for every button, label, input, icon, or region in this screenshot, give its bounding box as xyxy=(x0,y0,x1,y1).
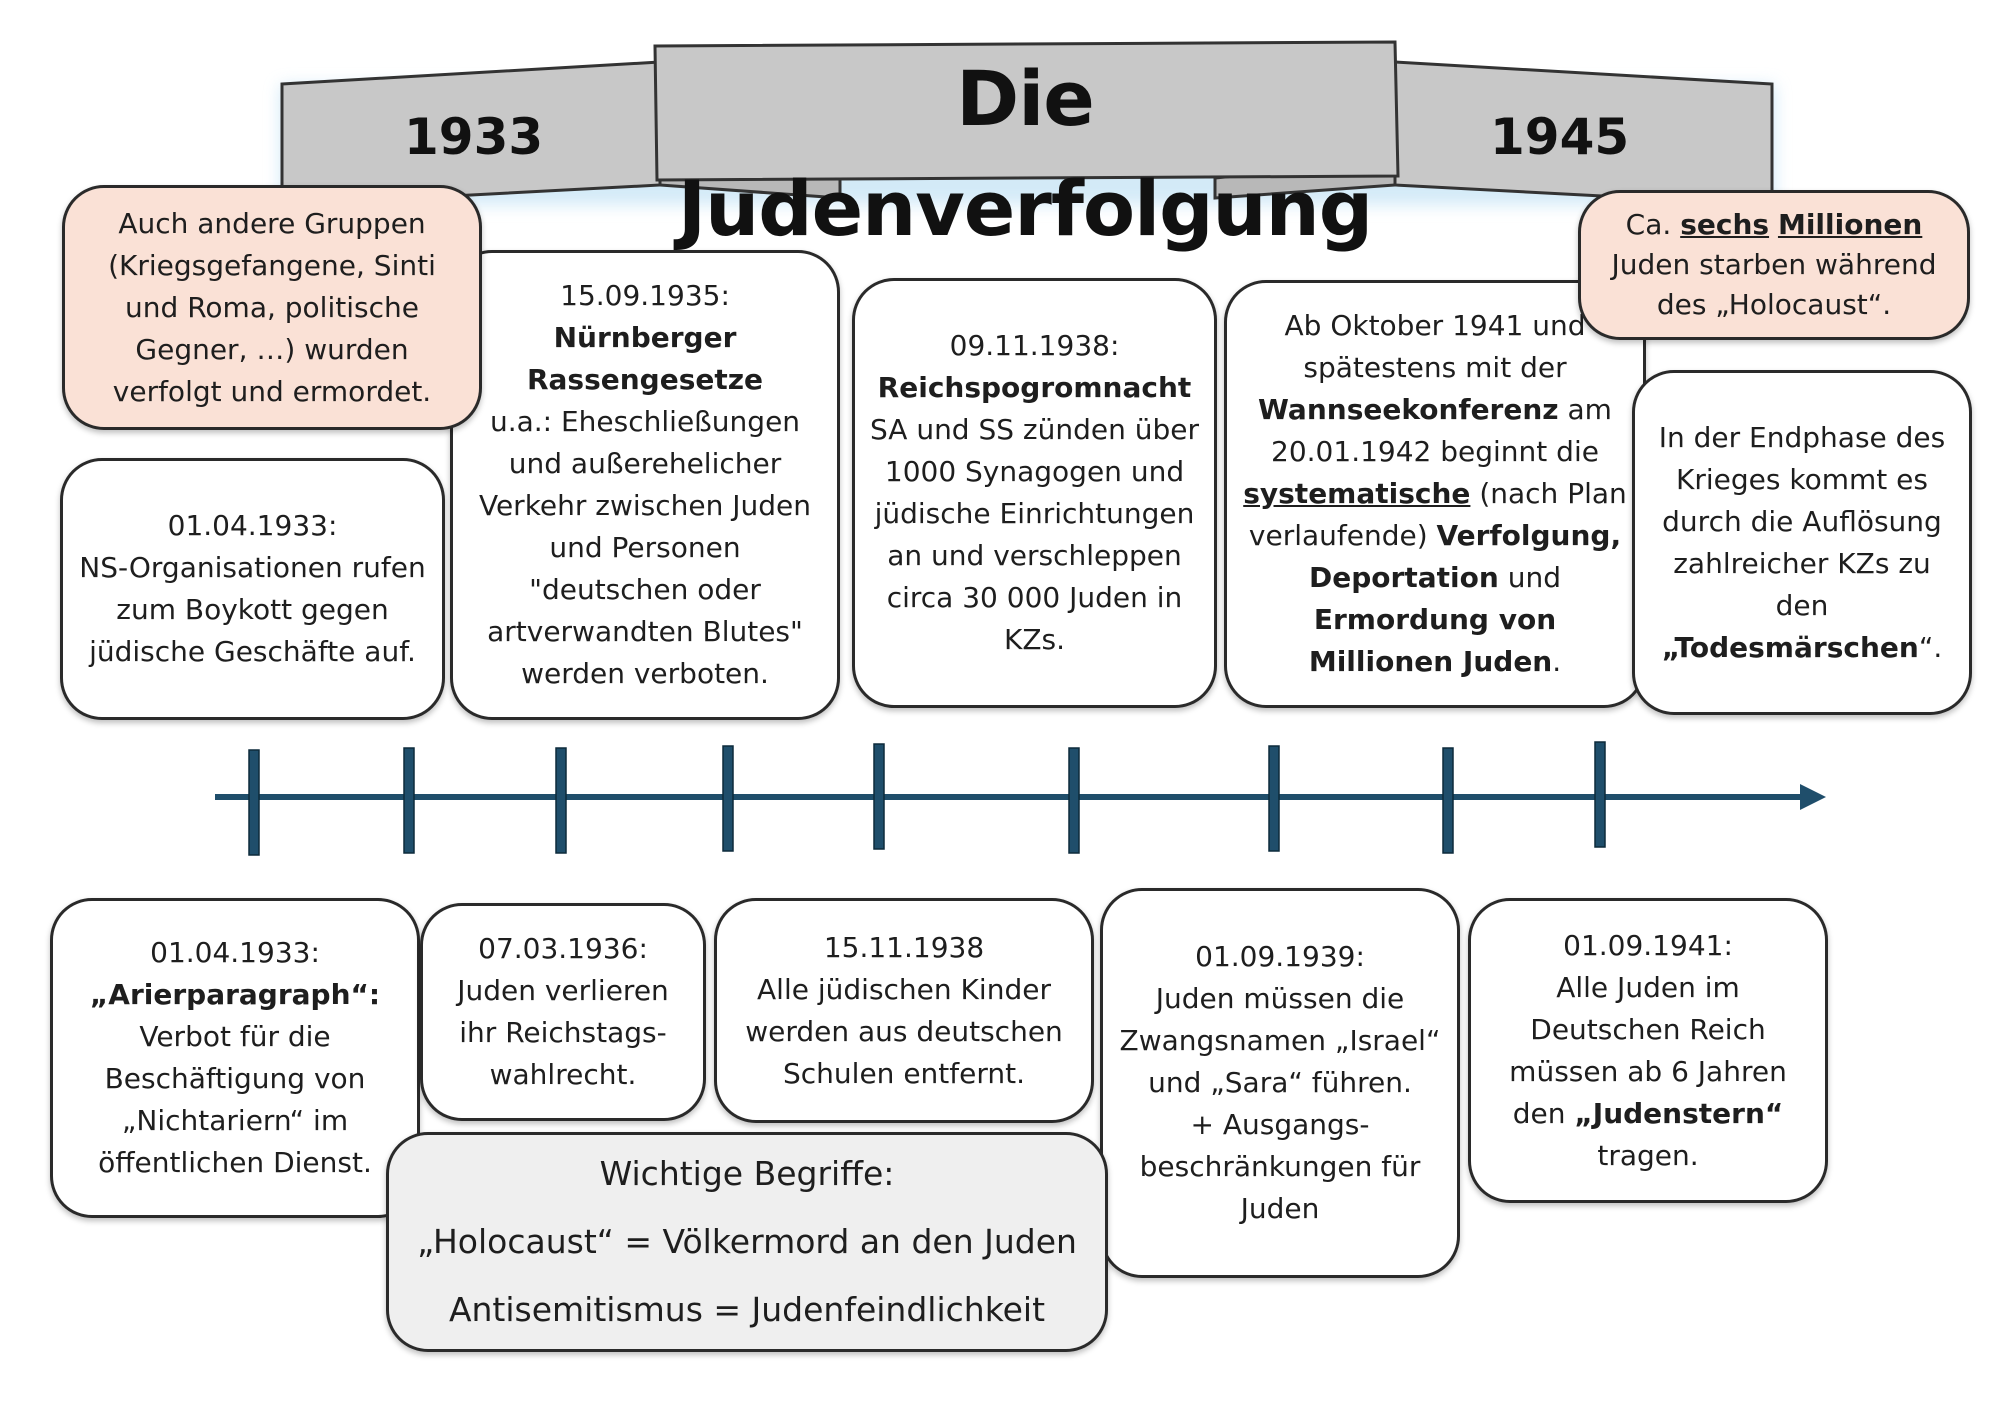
event-text: Juden müssen die Zwangsnamen „Israel“ un… xyxy=(1119,982,1441,1099)
key-term-holocaust: „Holocaust“ = Völkermord an den Juden xyxy=(417,1222,1077,1261)
event-date: 15.09.1935: xyxy=(560,279,730,312)
timeline-tick xyxy=(873,743,885,850)
event-text: Juden verlieren ihr Reichstags-wahlrecht… xyxy=(457,974,669,1091)
event-extra: + Ausgangs-beschränkungen für Juden xyxy=(1139,1108,1421,1225)
event-date: 15.11.1938 xyxy=(823,930,985,964)
event-date: 01.09.1939: xyxy=(1195,940,1365,973)
event-date: 09.11.1938: xyxy=(949,329,1120,362)
event-box-1933-aryan-paragraph: 01.04.1933: „Arierparagraph“: Verbot für… xyxy=(50,898,420,1218)
timeline-tick xyxy=(555,747,567,854)
year-start: 1933 xyxy=(404,108,544,166)
timeline-tick xyxy=(722,745,734,852)
event-box-1935-nuremberg: 15.09.1935: Nürnberger Rassengesetze u.a… xyxy=(450,250,840,720)
timeline-tick xyxy=(1442,747,1454,854)
event-heading: Reichspogromnacht xyxy=(877,371,1192,404)
banner-center-panel xyxy=(653,40,1400,182)
page-title: Die Judenverfolgung xyxy=(677,54,1373,253)
event-box-1939-names: 01.09.1939: Juden müssen die Zwangsnamen… xyxy=(1100,888,1460,1278)
event-date: 01.04.1933: xyxy=(150,936,320,969)
event-box-death-marches: In der Endphase des Krieges kommt es dur… xyxy=(1632,370,1972,715)
key-terms-title: Wichtige Begriffe: xyxy=(599,1154,895,1193)
event-box-1941-wannsee: Ab Oktober 1941 und spätestens mit der W… xyxy=(1224,280,1646,708)
event-date: 01.09.1941: xyxy=(1563,928,1733,962)
year-end: 1945 xyxy=(1490,108,1630,166)
event-text: In der Endphase des Krieges kommt es dur… xyxy=(1658,420,1946,664)
event-heading: Nürnberger Rassengesetze xyxy=(526,321,764,396)
event-text: Ab Oktober 1941 und spätestens mit der W… xyxy=(1243,309,1627,678)
event-text: Verbot für die Beschäftigung von „Nichta… xyxy=(98,1020,372,1179)
timeline-tick xyxy=(403,747,415,854)
event-box-1941-star: 01.09.1941: Alle Juden im Deutschen Reic… xyxy=(1468,898,1828,1203)
event-date: 01.04.1933: xyxy=(167,509,338,542)
event-date: 07.03.1936: xyxy=(478,932,648,965)
note-text: Auch andere Gruppen (Kriegsgefangene, Si… xyxy=(108,206,436,408)
event-text: Alle jüdischen Kinder werden aus deutsch… xyxy=(745,972,1063,1090)
event-box-1938-pogrom: 09.11.1938: Reichspogromnacht SA und SS … xyxy=(852,278,1217,708)
event-text: Alle Juden im Deutschen Reich müssen ab … xyxy=(1509,970,1787,1172)
note-text: Ca. sechs Millionen Juden starben währen… xyxy=(1611,208,1937,321)
timeline-tick xyxy=(1268,745,1280,852)
event-box-1933-boycott: 01.04.1933: NS-Organisationen rufen zum … xyxy=(60,458,445,720)
banner-graphic xyxy=(280,40,1775,207)
key-term-antisemitism: Antisemitismus = Judenfeindlichkeit xyxy=(448,1290,1046,1329)
timeline-arrowhead xyxy=(1800,784,1826,810)
event-box-1938-schools: 15.11.1938 Alle jüdischen Kinder werden … xyxy=(714,898,1094,1123)
note-other-groups: Auch andere Gruppen (Kriegsgefangene, Si… xyxy=(62,185,482,430)
timeline-tick xyxy=(248,749,260,856)
event-text: NS-Organisationen rufen zum Boykott gege… xyxy=(79,551,426,668)
timeline-tick xyxy=(1594,741,1606,848)
event-text: SA und SS zünden über 1000 Synagogen und… xyxy=(869,413,1200,656)
timeline-tick xyxy=(1068,747,1080,854)
key-terms-box: Wichtige Begriffe: „Holocaust“ = Völkerm… xyxy=(386,1132,1108,1352)
event-box-1936-voting: 07.03.1936: Juden verlieren ihr Reichsta… xyxy=(420,903,706,1121)
event-heading: „Arierparagraph“: xyxy=(89,978,381,1011)
event-text: u.a.: Eheschließungen und außerehelicher… xyxy=(478,405,812,690)
note-six-million: Ca. sechs Millionen Juden starben währen… xyxy=(1578,190,1970,340)
